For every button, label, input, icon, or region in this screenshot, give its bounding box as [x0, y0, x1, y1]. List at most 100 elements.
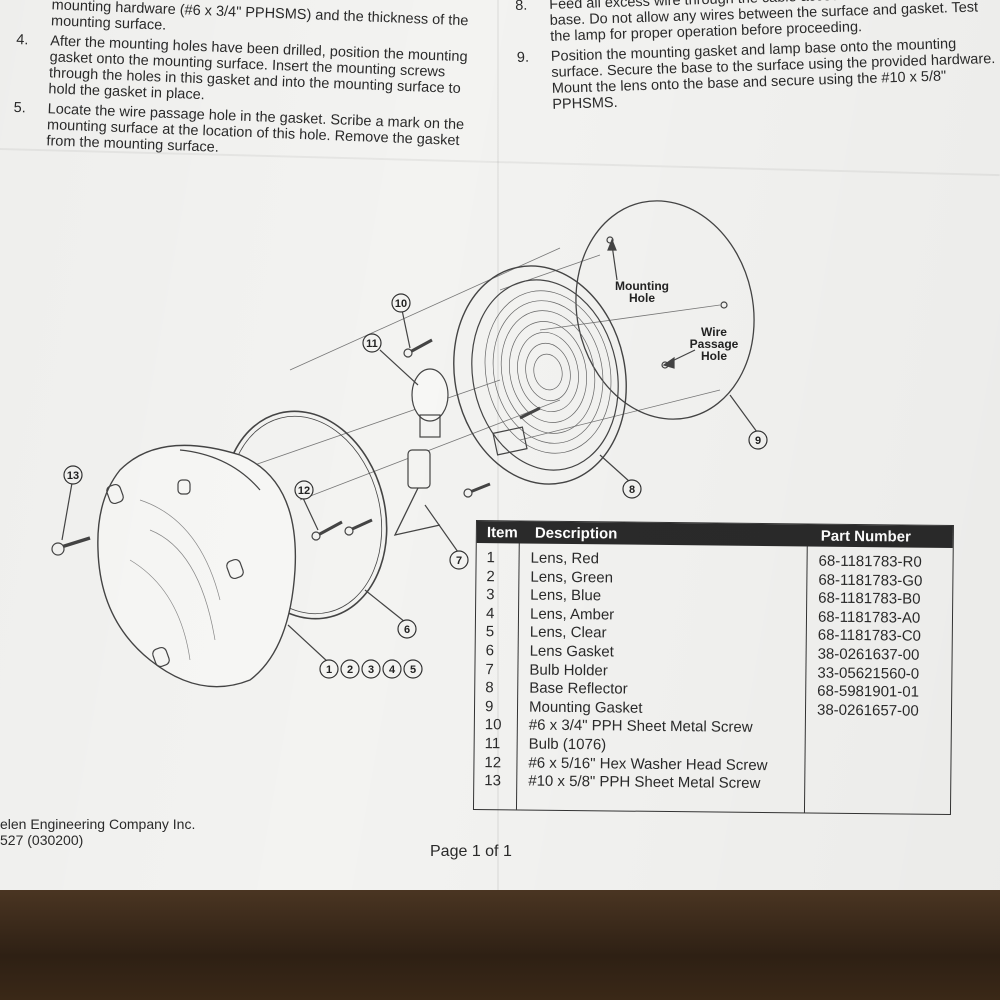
row-part-number: 68-1181783-A0: [817, 608, 921, 627]
lens-boss: [152, 646, 170, 668]
svg-text:11: 11: [366, 338, 378, 350]
svg-text:7: 7: [456, 555, 462, 567]
bulb: [411, 368, 449, 422]
svg-text:12: 12: [298, 485, 310, 497]
mounting-hole: [606, 236, 614, 244]
label-3: 3: [361, 659, 381, 679]
row-description: Lens, Blue: [530, 586, 602, 605]
label-12: 12: [294, 480, 314, 500]
screw-reflector: [463, 482, 491, 498]
row-description: Lens, Amber: [529, 605, 615, 624]
lens-dome: [97, 444, 297, 688]
row-item: 6: [485, 642, 495, 660]
row-item: 1: [486, 549, 496, 567]
row-description: Lens, Clear: [529, 623, 607, 642]
row-item: 8: [485, 679, 494, 697]
header-item: Item: [486, 524, 518, 542]
step-9: 9. Position the mounting gasket and lamp…: [517, 35, 999, 114]
header-part-number: Part Number: [820, 527, 911, 546]
svg-text:1: 1: [326, 664, 332, 676]
parts-table-header: Item Description Part Number: [476, 521, 953, 548]
row-description: Base Reflector: [529, 679, 628, 698]
label-6: 6: [397, 619, 417, 639]
svg-text:5: 5: [410, 664, 416, 676]
row-part-number: 68-1181783-B0: [818, 589, 921, 608]
parts-table: Item Description Part Number 1 Lens, Red 6…: [472, 520, 954, 815]
step-number: 8.: [515, 0, 528, 14]
svg-text:9: 9: [755, 435, 761, 447]
wood-surface: [0, 890, 1000, 1000]
row-item: 2: [486, 567, 495, 585]
row-item: 9: [484, 697, 494, 715]
row-description: #10 x 5/8" PPH Sheet Metal Screw: [528, 772, 761, 793]
right-instructions-column: 8. Feed all excess wire through the cabl…: [515, 0, 999, 118]
row-item: 5: [485, 623, 495, 641]
svg-text:8: 8: [629, 484, 635, 496]
row-item: 13: [484, 772, 502, 790]
base-reflector-outer: [453, 265, 627, 485]
row-part-number: 38-0261637-00: [817, 645, 920, 664]
row-item: 3: [486, 586, 495, 604]
row-item: 7: [485, 660, 494, 678]
svg-text:10: 10: [395, 298, 407, 310]
page-number: Page 1 of 1: [430, 843, 512, 860]
instruction-sheet: mounting hardware (#6 x 3/4" PPHSMS) and…: [0, 0, 1000, 890]
row-item: 11: [484, 735, 501, 753]
row-part-number: 68-1181783-R0: [818, 552, 922, 571]
label-9: 9: [748, 430, 768, 450]
screw-10: [403, 338, 433, 358]
row-description: Lens, Green: [530, 568, 614, 587]
row-description: Lens, Red: [530, 549, 600, 568]
label-10: 10: [391, 293, 411, 313]
screw-reflector2: [519, 406, 541, 420]
bulb-holder: [407, 449, 431, 489]
row-item: 12: [484, 753, 502, 771]
lens-boss: [106, 483, 124, 505]
bulb-base: [419, 414, 441, 438]
screw-13: [51, 536, 91, 556]
svg-text:2: 2: [347, 664, 353, 676]
header-description: Description: [534, 524, 618, 543]
label-5: 5: [403, 659, 423, 679]
svg-text:4: 4: [389, 664, 396, 676]
label-2: 2: [340, 659, 360, 679]
row-part-number: 68-1181783-C0: [817, 626, 922, 646]
step-4: 4. After the mounting holes have been dr…: [14, 32, 481, 114]
paper-fold-vertical: [497, 0, 499, 890]
document-number: 527 (030200): [0, 832, 84, 848]
row-description: Mounting Gasket: [528, 698, 643, 717]
row-part-number: 68-1181783-G0: [818, 571, 923, 590]
label-1: 1: [319, 659, 339, 679]
step-text: After the mounting holes have been drill…: [48, 33, 468, 104]
row-part-number: 68-5981901-01: [817, 682, 920, 701]
svg-text:6: 6: [404, 624, 410, 636]
row-part-number: 33-05621560-0: [817, 664, 920, 683]
row-description: Bulb Holder: [529, 661, 608, 679]
svg-text:3: 3: [368, 664, 374, 676]
row-description: #6 x 5/16" Hex Washer Head Screw: [528, 754, 768, 774]
bulb-holder-wire: [393, 487, 441, 536]
screw-12a: [311, 520, 343, 541]
row-description: Bulb (1076): [528, 735, 607, 754]
terminal-block: [492, 426, 528, 456]
row-item: 4: [485, 604, 495, 622]
label-11: 11: [362, 333, 382, 353]
label-13: 13: [63, 465, 83, 485]
mounting-gasket: [575, 200, 755, 420]
step-number: 5.: [13, 99, 27, 117]
svg-text:13: 13: [67, 470, 79, 482]
left-instructions-column: mounting hardware (#6 x 3/4" PPHSMS) and…: [12, 0, 483, 170]
row-item: 10: [484, 716, 502, 734]
row-description: Lens Gasket: [529, 642, 614, 661]
label-8: 8: [622, 479, 642, 499]
lens-boss: [226, 558, 244, 580]
row-part-number: 38-0261657-00: [816, 701, 919, 720]
table-row: 13 #10 x 5/8" PPH Sheet Metal Screw: [474, 772, 950, 795]
row-description: #6 x 3/4" PPH Sheet Metal Screw: [528, 716, 753, 737]
label-4: 4: [382, 659, 402, 679]
reflector-rings: [484, 290, 612, 454]
label-7: 7: [449, 550, 469, 570]
